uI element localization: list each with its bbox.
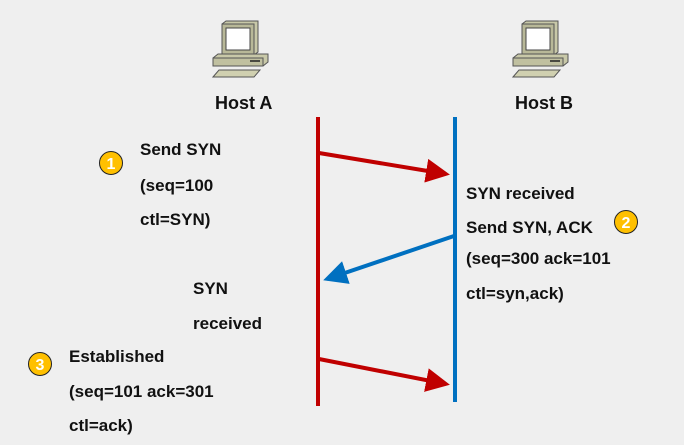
step-3-line-1: Established <box>69 347 165 366</box>
host-a-note-line-1: SYN <box>193 279 228 298</box>
step-2-line-4: ctl=syn,ack) <box>466 284 564 303</box>
host-b-computer-icon <box>512 20 569 78</box>
step-1-line-3: ctl=SYN) <box>140 210 211 229</box>
host-a-computer-icon <box>212 20 269 78</box>
step-3-line-2: (seq=101 ack=301 <box>69 382 214 401</box>
ack-arrow <box>318 357 450 392</box>
step-2-line-1: SYN received <box>466 184 575 203</box>
step-3-line-3: ctl=ack) <box>69 416 133 435</box>
host-b-label: Host B <box>515 93 573 113</box>
host-a-note-line-2: received <box>193 314 262 333</box>
syn-arrow <box>318 151 450 183</box>
step-1-line-1: Send SYN <box>140 140 222 159</box>
step-3-badge: 3 <box>28 352 52 376</box>
step-1-badge: 1 <box>99 151 123 175</box>
step-2-badge: 2 <box>614 210 638 234</box>
step-1-line-2: (seq=100 <box>140 176 214 195</box>
step-2-line-2: Send SYN, ACK <box>466 218 593 237</box>
syn-ack-arrow <box>323 234 455 284</box>
host-a-label: Host A <box>215 93 273 113</box>
step-2-line-3: (seq=300 ack=101 <box>466 249 611 268</box>
